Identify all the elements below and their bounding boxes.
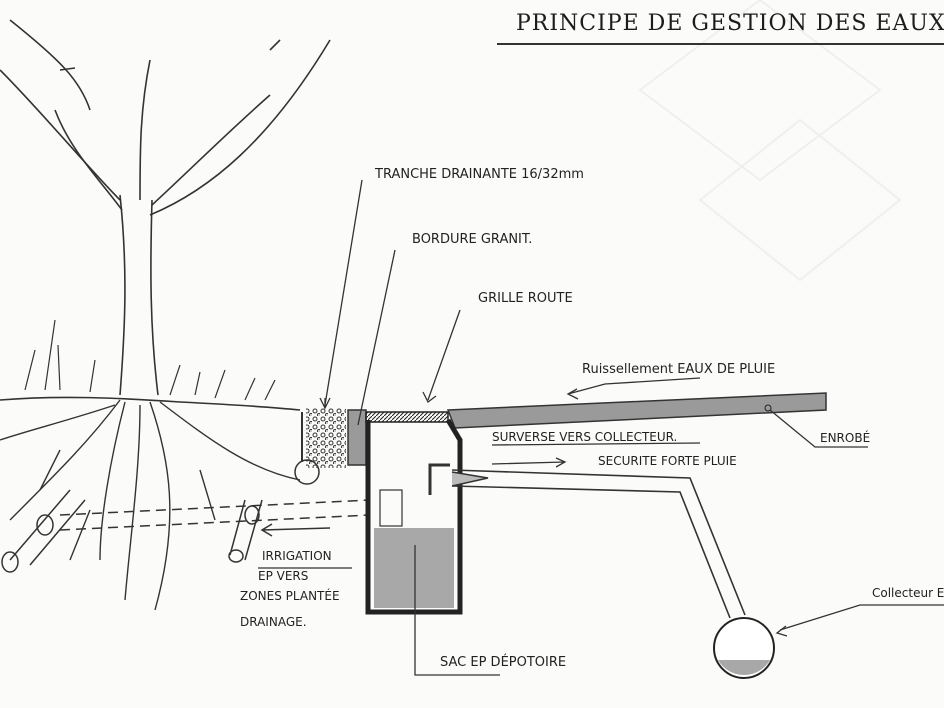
- overflow-pipe: [451, 469, 746, 619]
- label-irrigation-1: IRRIGATION: [262, 549, 332, 563]
- leader-lines: [258, 179, 944, 676]
- granite-curb: [347, 409, 367, 466]
- collector: [713, 617, 775, 679]
- roots: [0, 399, 301, 611]
- road-grate: [365, 411, 449, 423]
- background-watermark: [638, 0, 902, 282]
- label-runoff: Ruissellement EAUX DE PLUIE: [582, 362, 775, 377]
- label-asphalt: ENROBÉ: [820, 430, 870, 445]
- label-irrigation-4: DRAINAGE.: [240, 615, 307, 629]
- road-surface: [446, 392, 827, 429]
- label-sump: SAC EP DÉPOTOIRE: [440, 654, 566, 670]
- tree: [0, 19, 331, 396]
- label-overflow: SURVERSE VERS COLLECTEUR.: [492, 430, 677, 444]
- catch-basin: [365, 418, 463, 615]
- label-collector: Collecteur EP: [872, 586, 944, 600]
- ground-line: [0, 396, 301, 411]
- diagram-title: PRINCIPE DE GESTION DES EAUX PLUVIALES: [516, 11, 944, 36]
- label-irrigation-3: ZONES PLANTÉE: [240, 588, 340, 603]
- drainage-trench: [306, 408, 346, 468]
- irrigation-pipes: [1, 459, 371, 573]
- label-safety: SECURITE FORTE PLUIE: [598, 454, 737, 468]
- label-irrigation-2: EP VERS: [258, 569, 308, 583]
- label-curb: BORDURE GRANIT.: [412, 232, 532, 247]
- label-grate: GRILLE ROUTE: [478, 291, 573, 306]
- basin-water: [374, 528, 454, 608]
- grass: [24, 319, 276, 401]
- label-trench: TRANCHE DRAINANTE 16/32mm: [374, 167, 584, 182]
- irrigation-arrow: [260, 523, 331, 537]
